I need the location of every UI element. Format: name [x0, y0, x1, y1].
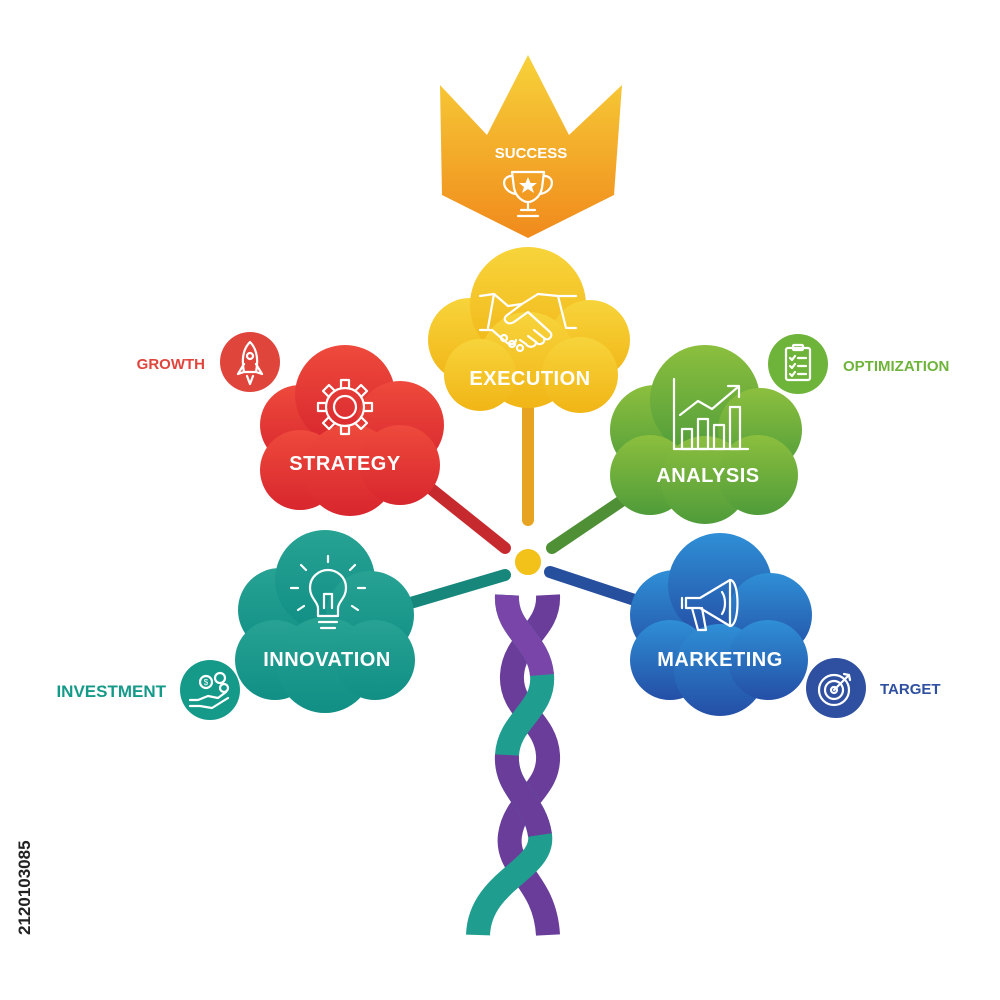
strategy-label: STRATEGY [289, 453, 401, 475]
checklist-icon [784, 343, 812, 382]
money-hand-icon: $ [188, 671, 230, 710]
analysis-label: ANALYSIS [656, 465, 759, 487]
investment-badge: $ INVESTMENT [56, 660, 240, 720]
growth-label: GROWTH [137, 356, 205, 373]
rocket-icon [236, 340, 264, 386]
target-badge: TARGET [806, 658, 941, 718]
growth-badge: GROWTH [137, 332, 280, 392]
handshake-icon [478, 292, 578, 353]
dna-trunk [466, 594, 560, 937]
target-label: TARGET [880, 681, 941, 698]
innovation-cloud: INNOVATION [235, 530, 415, 713]
investment-label: INVESTMENT [56, 682, 166, 701]
marketing-label: MARKETING [657, 649, 783, 671]
marketing-cloud: MARKETING [630, 533, 812, 716]
strategy-cloud: STRATEGY [260, 345, 444, 516]
optimization-badge: OPTIMIZATION [768, 334, 949, 394]
success-crown: SUCCESS [440, 55, 622, 238]
megaphone-icon [680, 578, 739, 632]
crown-label: SUCCESS [495, 145, 568, 162]
execution-label: EXECUTION [469, 368, 590, 390]
innovation-label: INNOVATION [263, 649, 391, 671]
chart-icon [672, 377, 750, 451]
stock-id: 2120103085 [15, 840, 34, 935]
analysis-cloud: ANALYSIS [610, 345, 802, 524]
optimization-label: OPTIMIZATION [843, 358, 949, 375]
gear-icon [316, 378, 374, 436]
execution-cloud: EXECUTION [428, 247, 630, 413]
trophy-icon [503, 170, 553, 218]
svg-text:$: $ [204, 678, 209, 687]
lightbulb-icon [289, 554, 367, 630]
target-icon [817, 672, 852, 707]
